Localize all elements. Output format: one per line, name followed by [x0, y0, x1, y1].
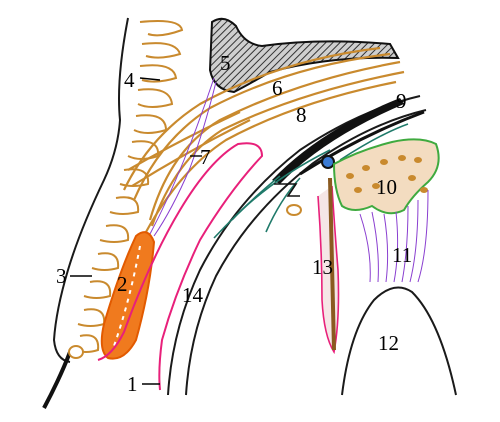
- gland-of-moll: [68, 345, 84, 359]
- globe-lens: [341, 286, 457, 396]
- hook-structure: [274, 183, 300, 197]
- suspensory-ligament: [359, 189, 429, 283]
- label-5: 5: [220, 51, 231, 75]
- label-12: 12: [378, 331, 399, 355]
- label-6: 6: [272, 76, 283, 100]
- small-vessel: [286, 204, 302, 216]
- mullers-muscle: [328, 177, 336, 351]
- label-2: 2: [117, 272, 128, 296]
- skin-outline: [52, 17, 129, 363]
- leader-lines: [70, 77, 202, 385]
- label-14: 14: [182, 283, 204, 307]
- eyelash: [42, 351, 72, 409]
- lacrimal-lobules: [346, 155, 428, 193]
- tarsal-plate: [100, 231, 156, 360]
- sclera-surface: [185, 109, 427, 396]
- label-3: 3: [56, 264, 67, 288]
- label-8: 8: [296, 103, 307, 127]
- label-9: 9: [396, 89, 407, 113]
- teal-nerve-lines: [213, 123, 409, 239]
- label-1: 1: [127, 372, 138, 396]
- orbital-septum: [149, 77, 217, 237]
- superior-rectus: [299, 110, 425, 176]
- label-4: 4: [124, 68, 135, 92]
- levator-aponeurosis: [123, 46, 405, 233]
- meibomian-gland: [113, 245, 141, 347]
- lacrimal-gland: [332, 138, 440, 215]
- label-10: 10: [376, 175, 397, 199]
- blood-vessel: [321, 155, 335, 169]
- palpebral-conjunctiva: [97, 142, 264, 391]
- label-13: 13: [312, 255, 333, 279]
- label-7: 7: [200, 145, 211, 169]
- label-11: 11: [392, 243, 412, 267]
- orbital-rim-bone: [208, 17, 400, 94]
